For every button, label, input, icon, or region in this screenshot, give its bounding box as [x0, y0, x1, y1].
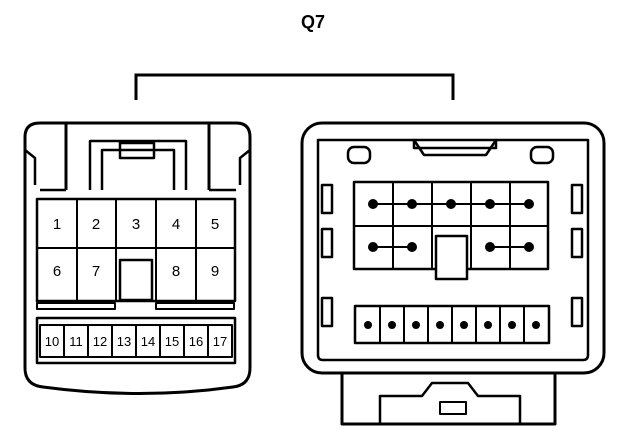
pin-label: 13 [117, 334, 131, 349]
right-connector [300, 121, 606, 426]
pair-bracket [134, 73, 455, 100]
pin-dot [524, 242, 534, 252]
left-separator-bar [36, 302, 116, 310]
right-connector-body [300, 121, 606, 375]
left-upper-pin-labels: 1 2 3 4 5 6 7 8 9 [53, 216, 219, 280]
left-lower-dividers [63, 325, 209, 357]
pin-dot [407, 242, 417, 252]
pin-label: 14 [141, 334, 155, 349]
right-key-cavity [434, 234, 469, 281]
left-key-cavity [118, 258, 154, 302]
pin-label: 4 [172, 216, 180, 233]
pin-dot [368, 242, 378, 252]
pin-label: 15 [165, 334, 179, 349]
pin-dot [484, 321, 492, 329]
pin-dot [460, 321, 468, 329]
pin-label: 11 [69, 334, 83, 349]
right-slot [529, 145, 555, 165]
pin-dot [436, 321, 444, 329]
pin-dot [446, 199, 456, 209]
pin-dot [532, 321, 540, 329]
left-lower-pin-labels: 10 11 12 13 14 15 16 17 [45, 334, 227, 349]
left-lower-grid [35, 316, 237, 365]
pin-label: 12 [93, 334, 107, 349]
right-upper-pins [368, 199, 534, 252]
pin-label: 2 [92, 216, 100, 233]
pin-label: 17 [213, 334, 227, 349]
left-separator-bar [155, 302, 235, 310]
pin-dot [485, 242, 495, 252]
pin-dot [524, 199, 534, 209]
left-connector-body [23, 121, 252, 395]
pin-dot [388, 321, 396, 329]
pin-dot [508, 321, 516, 329]
right-lower-pins [364, 321, 540, 329]
pin-dot [407, 199, 417, 209]
pin-dot [364, 321, 372, 329]
left-latch [40, 123, 236, 192]
pin-label: 16 [189, 334, 203, 349]
pin-dot [368, 199, 378, 209]
pin-label: 6 [53, 263, 61, 280]
pin-label: 1 [53, 216, 61, 233]
diagram-title: Q7 [301, 12, 325, 32]
pin-label: 9 [211, 263, 219, 280]
pin-label: 3 [132, 216, 140, 233]
right-slot [346, 145, 372, 165]
pin-label: 10 [45, 334, 59, 349]
pin-label: 8 [172, 263, 180, 280]
pin-dot [485, 199, 495, 209]
pin-label: 5 [211, 216, 219, 233]
pin-label: 7 [92, 263, 100, 280]
pin-dot [412, 321, 420, 329]
left-connector [23, 121, 252, 395]
